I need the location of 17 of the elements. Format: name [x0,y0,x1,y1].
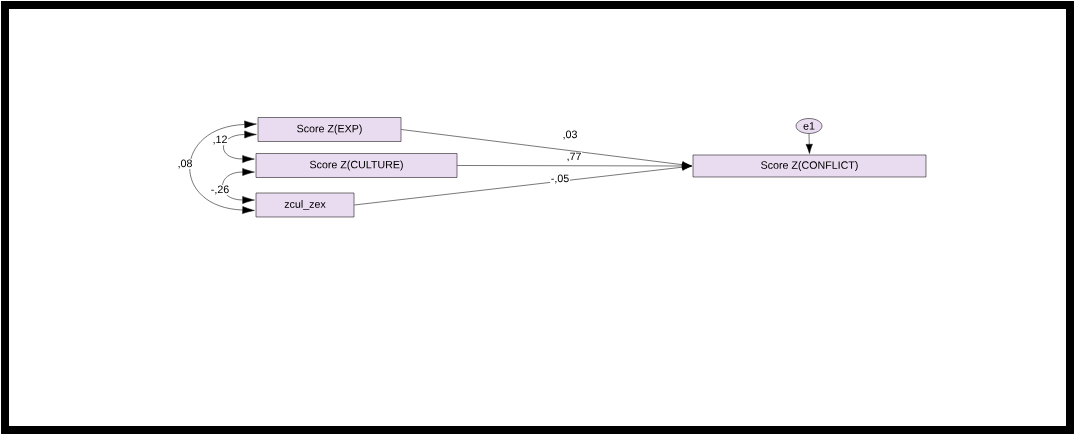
path-arrow [457,162,692,170]
coefficient-label: -,05 [550,173,570,185]
path-arrow [805,133,813,154]
variable-box: Score Z(CONFLICT) [692,154,927,178]
path-arrow [401,129,692,169]
coefficient-label: ,77 [565,152,583,162]
coefficient-label: ,03 [561,129,579,141]
covariance-arrow [222,168,255,204]
covariance-arrow [189,120,257,214]
coefficient-label: -,26 [210,184,230,196]
variable-box: zcul_zex [255,192,355,218]
coefficient-label: ,12 [211,134,229,146]
variable-box: Score Z(EXP) [257,117,402,142]
variable-box: Score Z(CULTURE) [255,153,458,178]
covariance-arrow [223,130,257,163]
coefficient-label: ,08 [176,158,194,170]
path-arrow [354,163,692,206]
